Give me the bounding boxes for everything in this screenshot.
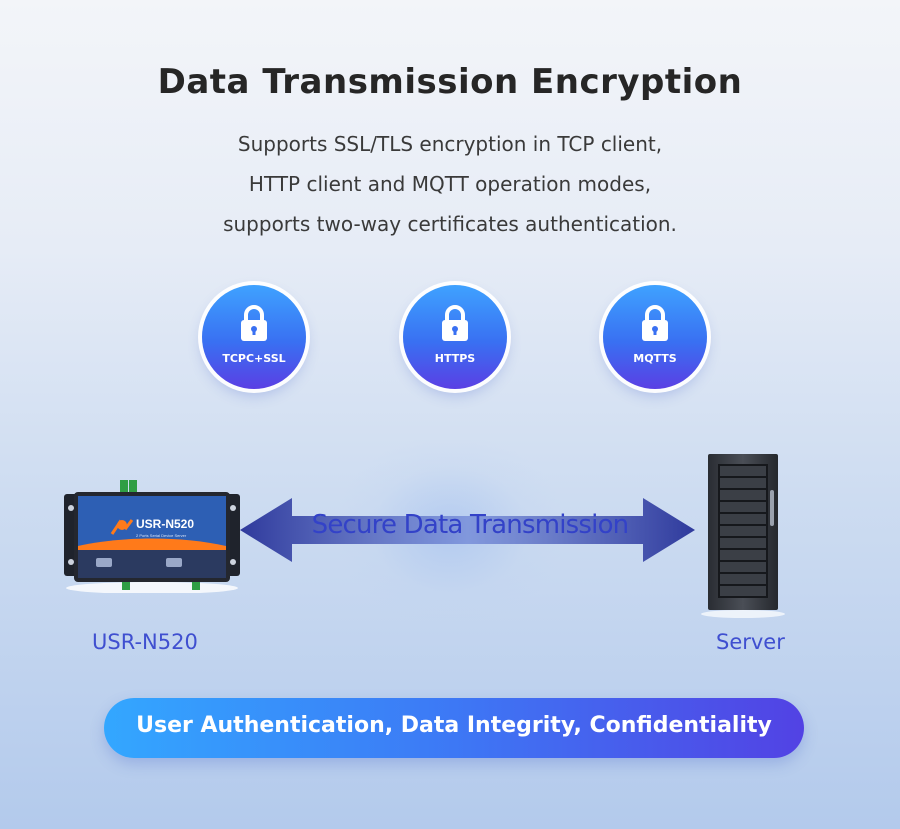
device-label: USR-N520 xyxy=(92,630,198,654)
badge-label: TCPC+SSL xyxy=(222,352,286,365)
badge-label: HTTPS xyxy=(434,352,476,365)
features-banner: User Authentication, Data Integrity, Con… xyxy=(104,698,804,758)
features-banner-text: User Authentication, Data Integrity, Con… xyxy=(136,713,772,738)
description-line-1: Supports SSL/TLS encryption in TCP clien… xyxy=(237,132,663,156)
arrow-label: Secure Data Transmission xyxy=(311,510,630,540)
badge-mqtts: MQTTS xyxy=(603,285,707,389)
server-rack-image xyxy=(701,454,785,618)
badge-https: HTTPS xyxy=(403,285,507,389)
lock-icon xyxy=(442,305,468,341)
badge-label: MQTTS xyxy=(633,352,677,365)
server-label: Server xyxy=(716,630,785,654)
lock-icon xyxy=(241,305,267,341)
description-line-2: HTTP client and MQTT operation modes, xyxy=(248,172,652,196)
device-subtitle-text: 2 Ports Serial Device Server xyxy=(136,533,187,538)
badge-tcpc-ssl: TCPC+SSL xyxy=(202,285,306,389)
device-model-text: USR-N520 xyxy=(136,517,194,531)
description-line-3: supports two-way certificates authentica… xyxy=(223,212,677,236)
device-image: USR-N520 2 Ports Serial Device Server xyxy=(64,480,240,593)
page-title: Data Transmission Encryption xyxy=(157,62,743,102)
lock-icon xyxy=(642,305,668,341)
double-arrow-icon xyxy=(240,498,695,562)
